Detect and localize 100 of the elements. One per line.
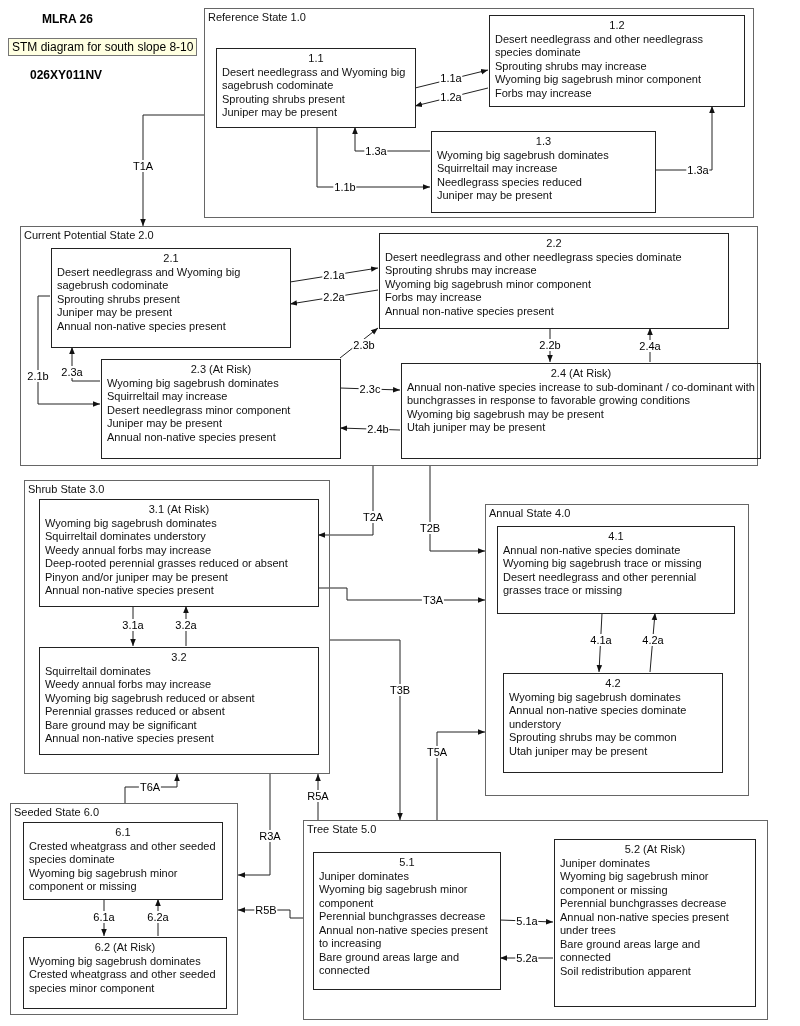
edge-label: 4.1a [589, 634, 613, 646]
phase-title: 4.1 [607, 530, 625, 544]
species-note: Wyoming big sagebrush minor component [385, 277, 592, 291]
species-note: Squirreltail dominates [45, 664, 152, 678]
phase-title: 5.2 (At Risk) [623, 843, 687, 857]
species-note: Needlegrass species reduced [437, 175, 583, 189]
species-note: Annual non-native species present [45, 732, 215, 746]
species-note: Juniper may be present [57, 306, 173, 320]
species-note: Desert needlegrass and Wyoming big sagebrush codominate [222, 65, 407, 93]
arrow [69, 346, 101, 382]
state-box [10, 803, 238, 1015]
species-note: Deep-rooted perennial grasses reduced or absent [45, 557, 289, 571]
edge-label: 5.2a [515, 952, 539, 964]
edge-label: R5A [306, 790, 330, 802]
arrow [237, 773, 271, 878]
edge-label: 2.3a [60, 366, 84, 378]
edge-label: 1.1a [439, 72, 463, 84]
edge-label: R3A [258, 830, 282, 842]
species-note: Desert needlegrass and other needlegrass species dominate [495, 32, 704, 60]
edge-label: 2.3b [352, 339, 376, 351]
species-note: Sprouting shrubs present [222, 92, 346, 106]
edge-label: 2.2b [538, 339, 562, 351]
arrow [101, 898, 107, 937]
species-note: Sprouting shrubs may increase [495, 59, 648, 73]
species-note: Wyoming big sagebrush dominates [29, 954, 202, 968]
species-note: Annual non-native species dominate understory [509, 704, 688, 731]
species-note: Desert needlegrass and Wyoming big sagebrush codominate [57, 265, 242, 293]
edge-label: 1.3a [686, 164, 710, 176]
species-note: Wyoming big sagebrush dominates [45, 516, 218, 530]
edge-label: T2B [418, 522, 442, 534]
species-note: Crested wheatgrass and other seeded species minor component [29, 968, 217, 995]
phase-title: 6.2 (At Risk) [93, 941, 157, 955]
arrow [329, 639, 403, 821]
edge-label: 1.2a [439, 91, 463, 103]
community-box [23, 822, 223, 900]
phase-title: 2.2 [545, 237, 563, 251]
edge-label: 2.3c [358, 383, 382, 395]
species-note: Annual non-native species increase to sub-dominant / co-dominant with bunchgrasses in response to favorable growing conditions [407, 380, 755, 408]
species-note: Annual non-native species present [45, 584, 215, 598]
species-note: Annual non-native species present to increasing [319, 923, 489, 951]
species-note: Soil redistribution apparent [560, 964, 692, 978]
state-title: Seeded State 6.0 [14, 806, 99, 820]
species-note: Pinyon and/or juniper may be present [45, 570, 229, 584]
arrow [436, 729, 486, 821]
state-box [20, 226, 758, 466]
header-label: 026XY011NV [30, 68, 103, 82]
community-box [489, 15, 745, 107]
arrow [317, 465, 374, 538]
edge-label: T1A [131, 160, 155, 172]
phase-title: 4.2 [604, 677, 622, 691]
state-box [485, 504, 749, 796]
edge-label: 2.4a [638, 340, 662, 352]
community-box [313, 852, 501, 990]
community-box [23, 937, 227, 1009]
species-note: Annual non-native species present under trees [560, 910, 730, 938]
species-note: Perennial grasses reduced or absent [45, 705, 226, 719]
species-note: Perennial bunchgrasses decrease [560, 897, 728, 911]
community-box [39, 499, 319, 607]
species-note: Crested wheatgrass and other seeded species dominate [29, 839, 217, 867]
species-note: Desert needlegrass and other needlegrass species dominate [385, 250, 683, 264]
edge-label: 3.1a [121, 619, 145, 631]
edge-label: 6.2a [146, 911, 170, 923]
community-box [431, 131, 656, 213]
tooltip: STM diagram for south slope 8-10 [8, 38, 198, 56]
species-note: Wyoming big sagebrush minor component [319, 883, 469, 910]
phase-title: 5.1 [398, 856, 416, 870]
species-note: Utah juniper may be present [407, 421, 547, 435]
arrow [429, 465, 486, 554]
state-title: Reference State 1.0 [208, 11, 306, 25]
species-note: Wyoming big sagebrush minor component [495, 73, 702, 87]
species-note: Annual non-native species dominate [503, 543, 682, 557]
edge-label: 2.4b [366, 423, 390, 435]
species-note: Forbs may increase [495, 86, 593, 100]
phase-title: 3.1 (At Risk) [147, 503, 211, 517]
species-note: Juniper may be present [222, 106, 338, 120]
species-note: Bare ground may be significant [45, 718, 198, 732]
community-box [401, 363, 761, 459]
phase-title: 1.3 [534, 135, 553, 149]
edge-label: 4.2a [641, 634, 665, 646]
phase-title: 2.3 (At Risk) [189, 363, 253, 377]
arrow [654, 105, 715, 171]
edge-label: T3A [421, 594, 445, 606]
state-box [303, 820, 768, 1020]
community-box [554, 839, 756, 1007]
edge-label: 2.2a [322, 291, 346, 303]
species-note: Wyoming big sagebrush dominates [437, 148, 610, 162]
community-box [39, 647, 319, 755]
species-note: Bare ground areas large and connected [319, 950, 461, 978]
arrow [315, 773, 321, 821]
edge-label: 2.1b [26, 370, 50, 382]
state-box [24, 480, 330, 774]
phase-title: 2.1 [162, 252, 180, 266]
species-note: Juniper may be present [437, 189, 553, 203]
community-box [503, 673, 723, 773]
edge-label: R5B [254, 904, 278, 916]
community-box [101, 359, 341, 459]
arrow [37, 295, 101, 407]
species-note: Weedy annual forbs may increase [45, 678, 213, 692]
species-note: Sprouting shrubs may be common [509, 731, 678, 745]
edge-label: T6A [138, 781, 162, 793]
